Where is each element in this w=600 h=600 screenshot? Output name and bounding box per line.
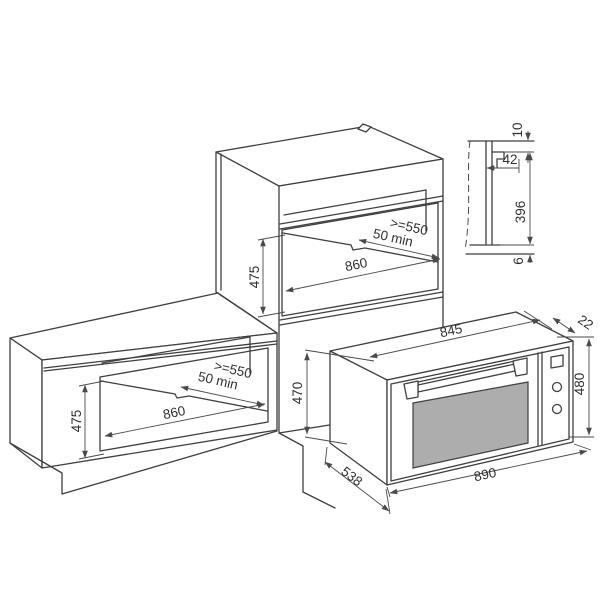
section-break-line xyxy=(464,140,471,251)
oven-display xyxy=(550,354,564,369)
oven-fascia-width-dim-line xyxy=(389,449,588,495)
oven-handle-right-foot xyxy=(512,357,528,377)
bottom-clearance-label: 6 xyxy=(511,257,526,265)
extension-line xyxy=(304,349,375,362)
extension-line xyxy=(257,311,286,318)
base-front-lip-line xyxy=(43,340,278,369)
tall-side-panel-bottom xyxy=(215,291,278,334)
base-plinth xyxy=(9,430,278,495)
base-cabinet-side xyxy=(9,337,43,469)
oven-fascia-gap-label: 22 xyxy=(575,312,596,333)
extension-line xyxy=(573,443,592,451)
tall-width-dim-line xyxy=(285,257,441,293)
oven-handle-bar-line xyxy=(417,363,516,386)
tall-niche-back-top-edge xyxy=(283,189,427,216)
oven-body-height-label: 470 xyxy=(290,382,305,405)
oven-body-width-dim-line xyxy=(369,318,541,359)
bracket-depth-label: 42 xyxy=(502,152,517,167)
base-niche-width-label: 860 xyxy=(162,403,187,422)
oven-fascia-height-label: 480 xyxy=(572,373,587,396)
oven-body-width-label: 845 xyxy=(438,321,463,340)
tall-bottom-lip-line xyxy=(279,291,444,321)
oven-door-glass xyxy=(412,381,529,469)
base-niche-back-top-edge xyxy=(101,336,251,364)
section-bracket xyxy=(491,151,505,169)
base-depth-dim-line xyxy=(180,385,265,407)
base-niche-height-label: 475 xyxy=(69,410,84,433)
oven-knob xyxy=(551,403,563,415)
oven: 845 22 480 470 538 890 xyxy=(290,310,596,515)
tall-bottom-lip-line xyxy=(279,296,444,326)
oven-depth-dim-line xyxy=(324,461,390,512)
rear-panel-height-label: 396 xyxy=(513,201,528,224)
tall-niche-width-label: 860 xyxy=(344,255,369,274)
oven-fascia-gap-dim-line xyxy=(552,317,576,334)
tall-top-band-line xyxy=(279,195,444,225)
tall-depth-dim-line xyxy=(358,238,440,260)
oven-knob xyxy=(551,381,563,393)
base-cabinet: 475 860 >=550 50 min xyxy=(9,292,278,495)
extension-line xyxy=(304,436,348,445)
side-section-detail: 10 42 396 6 xyxy=(464,122,535,265)
oven-handle-left-foot xyxy=(403,380,419,400)
tall-cabinet-top-bracket xyxy=(357,123,372,133)
oven-fascia-width-label: 890 xyxy=(472,465,497,484)
tall-top-band-line xyxy=(279,200,444,230)
top-clearance-label: 10 xyxy=(510,122,525,137)
base-front-lip-line xyxy=(43,343,278,372)
base-width-dim-line xyxy=(104,402,266,438)
oven-depth-label: 538 xyxy=(338,464,365,490)
tall-plinth xyxy=(278,432,336,509)
oven-frame-inner-edge xyxy=(390,346,570,482)
tall-niche-height-label: 475 xyxy=(247,266,262,289)
